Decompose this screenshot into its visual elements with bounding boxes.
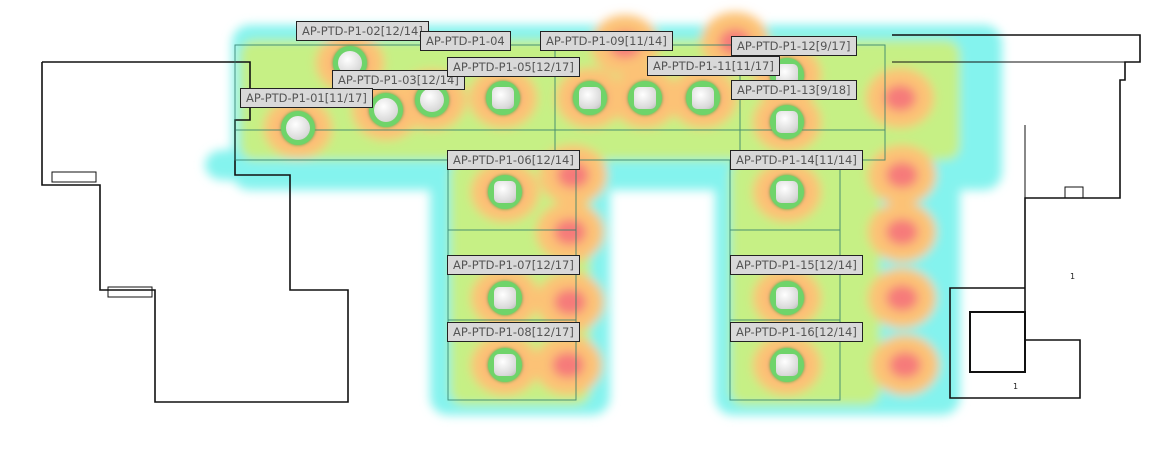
- room-number: 1: [1070, 272, 1076, 281]
- access-point-label[interactable]: AP-PTD-P1-15[12/14]: [730, 255, 863, 275]
- access-point-label[interactable]: AP-PTD-P1-16[12/14]: [730, 322, 863, 342]
- access-point-label[interactable]: AP-PTD-P1-08[12/17]: [447, 322, 580, 342]
- access-point-marker[interactable]: [770, 348, 804, 382]
- access-point-icon: [776, 354, 798, 376]
- access-point-icon: [776, 181, 798, 203]
- access-point-label[interactable]: AP-PTD-P1-13[9/18]: [731, 80, 857, 100]
- access-point-label[interactable]: AP-PTD-P1-07[12/17]: [447, 255, 580, 275]
- access-point-label[interactable]: AP-PTD-P1-04: [420, 31, 511, 51]
- access-point-icon: [579, 87, 601, 109]
- coverage-strong: [889, 352, 921, 378]
- access-point-label[interactable]: AP-PTD-P1-02[12/14]: [296, 21, 429, 41]
- access-point-marker[interactable]: [488, 348, 522, 382]
- access-point-label[interactable]: AP-PTD-P1-05[12/17]: [447, 57, 580, 77]
- coverage-strong: [886, 219, 918, 245]
- access-point-marker[interactable]: [488, 281, 522, 315]
- access-point-label[interactable]: AP-PTD-P1-11[11/17]: [647, 56, 780, 76]
- access-point-icon: [692, 87, 714, 109]
- access-point-icon: [494, 181, 516, 203]
- access-point-icon: [494, 354, 516, 376]
- access-point-label[interactable]: AP-PTD-P1-12[9/17]: [731, 36, 857, 56]
- room-number: 1: [1013, 382, 1019, 391]
- access-point-marker[interactable]: [488, 175, 522, 209]
- access-point-icon: [492, 87, 514, 109]
- access-point-marker[interactable]: [770, 175, 804, 209]
- access-point-icon: [420, 88, 444, 112]
- access-point-icon: [776, 287, 798, 309]
- access-point-icon: [494, 287, 516, 309]
- access-point-label[interactable]: AP-PTD-P1-01[11/17]: [240, 88, 373, 108]
- access-point-icon: [776, 111, 798, 133]
- coverage-strong: [886, 285, 918, 311]
- access-point-marker[interactable]: [573, 81, 607, 115]
- coverage-strong: [554, 219, 586, 245]
- access-point-label[interactable]: AP-PTD-P1-09[11/14]: [540, 31, 673, 51]
- coverage-strong: [886, 162, 918, 188]
- access-point-label[interactable]: AP-PTD-P1-14[11/14]: [730, 150, 863, 170]
- access-point-marker[interactable]: [628, 81, 662, 115]
- access-point-marker[interactable]: [369, 93, 403, 127]
- access-point-marker[interactable]: [770, 105, 804, 139]
- access-point-marker[interactable]: [281, 111, 315, 145]
- access-point-label[interactable]: AP-PTD-P1-06[12/14]: [447, 150, 580, 170]
- access-point-icon: [286, 116, 310, 140]
- coverage-strong: [884, 85, 916, 111]
- access-point-icon: [374, 98, 398, 122]
- access-point-icon: [634, 87, 656, 109]
- access-point-marker[interactable]: [686, 81, 720, 115]
- access-point-marker[interactable]: [770, 281, 804, 315]
- access-point-label[interactable]: AP-PTD-P1-03[12/14]: [332, 70, 465, 90]
- access-point-marker[interactable]: [486, 81, 520, 115]
- coverage-strong: [554, 289, 586, 315]
